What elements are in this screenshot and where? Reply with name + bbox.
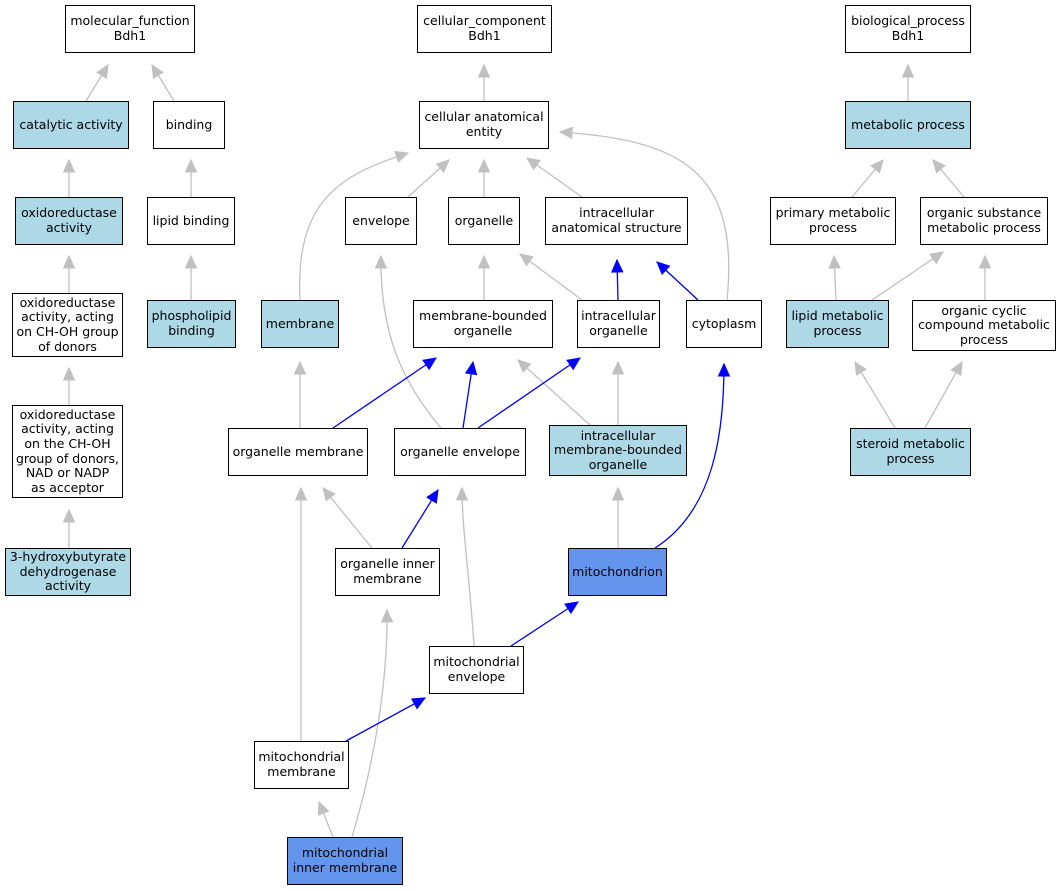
edge-lipidbinding-to-binding-arrowhead bbox=[184, 158, 198, 173]
edge-mito-to-cytoplasm bbox=[654, 363, 725, 549]
node-membrane[interactable]: membrane bbox=[261, 300, 339, 348]
edge-cytoplasm-to-cae-arrowhead bbox=[558, 126, 573, 140]
edge-lmp-to-pmp-arrowhead bbox=[828, 254, 841, 269]
edge-orgenvelope-to-mbo-arrowhead bbox=[464, 360, 478, 376]
node-imbo[interactable]: intracellular membrane-bounded organelle bbox=[549, 425, 687, 476]
edge-mim-to-mitomem-arrowhead bbox=[317, 800, 330, 816]
edge-mitoenv-to-mito bbox=[510, 601, 579, 647]
edge-mito-to-imbo-arrowhead bbox=[611, 486, 625, 501]
node-mito-mem[interactable]: mitochondrial membrane bbox=[254, 741, 349, 789]
edge-occmp-to-osmp-arrowhead bbox=[978, 254, 992, 269]
node-smp[interactable]: steroid metabolic process bbox=[850, 428, 971, 476]
node-bp-root[interactable]: biological_process Bdh1 bbox=[845, 5, 971, 53]
edge-orgenvelope-to-io bbox=[477, 357, 581, 429]
node-mf-root[interactable]: molecular_function Bdh1 bbox=[65, 5, 195, 53]
node-ias[interactable]: intracellular anatomical structure bbox=[545, 197, 688, 245]
edge-mito-to-cytoplasm-arrowhead bbox=[717, 362, 731, 377]
edge-membrane-to-cae bbox=[299, 152, 409, 301]
edge-mim-to-oim bbox=[351, 609, 388, 838]
edge-mitoenv-to-mito-arrowhead bbox=[564, 601, 580, 615]
edge-imbo-to-mbo bbox=[517, 359, 591, 426]
node-mito[interactable]: mitochondrion bbox=[568, 548, 667, 596]
edge-oim-to-orgenvelope-arrowhead bbox=[426, 488, 439, 504]
edge-oxrednad-to-oxredchoh-arrowhead bbox=[62, 366, 76, 381]
node-phospholipid-binding[interactable]: phospholipid binding bbox=[147, 300, 236, 348]
edge-orgenvelope-to-io-arrowhead bbox=[566, 357, 581, 371]
node-io[interactable]: intracellular organelle bbox=[577, 300, 660, 348]
edge-imbo-to-mbo-arrowhead bbox=[517, 359, 532, 374]
edge-io-to-ias-arrowhead bbox=[611, 258, 624, 273]
edge-envelope-to-cae-arrowhead bbox=[435, 159, 450, 174]
node-oim[interactable]: organelle inner membrane bbox=[335, 548, 440, 596]
edge-membrane-to-cae-arrowhead bbox=[394, 150, 410, 163]
edge-oim-to-orgmembrane-arrowhead bbox=[322, 487, 336, 502]
edge-lmp-to-osmp-arrowhead bbox=[929, 251, 944, 265]
node-org-membrane[interactable]: organelle membrane bbox=[228, 428, 368, 476]
edge-oim-to-orgmembrane bbox=[322, 487, 373, 549]
edge-imbo-to-io-arrowhead bbox=[611, 360, 625, 375]
node-oxred-choh[interactable]: oxidoreductase activity, acting on CH-OH… bbox=[12, 293, 123, 357]
edge-pmp-to-metabolic-arrowhead bbox=[870, 159, 884, 174]
node-osmp[interactable]: organic substance metabolic process bbox=[920, 197, 1048, 245]
edge-smp-to-lmp bbox=[854, 361, 896, 429]
edge-cytoplasm-to-ias-arrowhead bbox=[656, 261, 671, 276]
node-catalytic[interactable]: catalytic activity bbox=[13, 101, 129, 149]
node-mito-env[interactable]: mitochondrial envelope bbox=[429, 646, 524, 694]
node-cytoplasm[interactable]: cytoplasm bbox=[686, 300, 762, 348]
node-metabolic[interactable]: metabolic process bbox=[845, 101, 971, 149]
edge-mitomem-to-orgmembrane-arrowhead bbox=[294, 486, 308, 501]
edge-catalytic-to-mf-arrowhead bbox=[96, 63, 109, 79]
node-cc-root[interactable]: cellular_component Bdh1 bbox=[417, 5, 552, 53]
node-pmp[interactable]: primary metabolic process bbox=[770, 197, 896, 245]
edge-oxredchoh-to-oxidoreductase-arrowhead bbox=[62, 254, 76, 269]
edge-ias-to-cae-arrowhead bbox=[526, 157, 541, 171]
edge-phospholipid-to-lipidbinding-arrowhead bbox=[184, 254, 198, 269]
edge-mitoenv-to-orgenvelope bbox=[461, 487, 475, 647]
node-mim[interactable]: mitochondrial inner membrane bbox=[287, 837, 403, 885]
node-oxidoreductase[interactable]: oxidoreductase activity bbox=[15, 197, 123, 245]
edge-bdh-to-oxrednad-arrowhead bbox=[62, 508, 76, 523]
node-mbo[interactable]: membrane-bounded organelle bbox=[413, 300, 553, 348]
node-bdh[interactable]: 3-hydroxybutyrate dehydrogenase activity bbox=[5, 548, 131, 596]
edge-organelle-to-cae-arrowhead bbox=[477, 158, 491, 173]
edge-binding-to-mf-arrowhead bbox=[151, 63, 164, 79]
edge-layer bbox=[62, 63, 992, 838]
edge-cae-to-ccroot-arrowhead bbox=[477, 63, 491, 78]
edge-metabolic-to-bproot-arrowhead bbox=[901, 63, 915, 78]
edge-smp-to-occmp bbox=[924, 361, 963, 429]
node-oxred-nad[interactable]: oxidoreductase activity, acting on the C… bbox=[12, 405, 123, 498]
node-lmp[interactable]: lipid metabolic process bbox=[786, 300, 889, 348]
edge-smp-to-occmp-arrowhead bbox=[950, 360, 963, 376]
edge-orgenvelope-to-envelope-arrowhead bbox=[374, 254, 388, 269]
edge-mbo-to-organelle-arrowhead bbox=[477, 254, 491, 269]
highlight-edge-layer bbox=[332, 258, 731, 742]
edge-smp-to-lmp-arrowhead bbox=[854, 360, 867, 376]
node-org-envelope[interactable]: organelle envelope bbox=[394, 428, 526, 476]
node-envelope[interactable]: envelope bbox=[345, 197, 417, 245]
edge-io-to-organelle-arrowhead bbox=[519, 253, 534, 267]
edge-mitoenv-to-orgenvelope-arrowhead bbox=[455, 486, 469, 501]
edge-orgmembrane-to-mbo-arrowhead bbox=[422, 357, 437, 371]
edge-orgmembrane-to-mbo bbox=[332, 357, 437, 429]
edge-io-to-organelle bbox=[519, 253, 583, 301]
node-occmp[interactable]: organic cyclic compound metabolic proces… bbox=[912, 300, 1056, 351]
edge-osmp-to-metabolic-arrowhead bbox=[932, 159, 946, 174]
edge-orgenvelope-to-envelope bbox=[380, 255, 442, 429]
node-cae[interactable]: cellular anatomical entity bbox=[419, 101, 549, 149]
edge-cytoplasm-to-cae bbox=[559, 131, 730, 301]
edge-oxidoreductase-to-catalytic-arrowhead bbox=[62, 158, 76, 173]
edge-lmp-to-osmp bbox=[871, 251, 944, 301]
edge-mitomem-to-mitoenv bbox=[345, 697, 426, 742]
edge-mim-to-oim-arrowhead bbox=[380, 608, 394, 623]
edge-orgmembrane-to-membrane-arrowhead bbox=[293, 360, 307, 375]
node-lipid-binding[interactable]: lipid binding bbox=[147, 197, 235, 245]
node-organelle[interactable]: organelle bbox=[448, 197, 520, 245]
node-binding[interactable]: binding bbox=[153, 101, 225, 149]
edge-mitomem-to-mitoenv-arrowhead bbox=[411, 697, 427, 710]
